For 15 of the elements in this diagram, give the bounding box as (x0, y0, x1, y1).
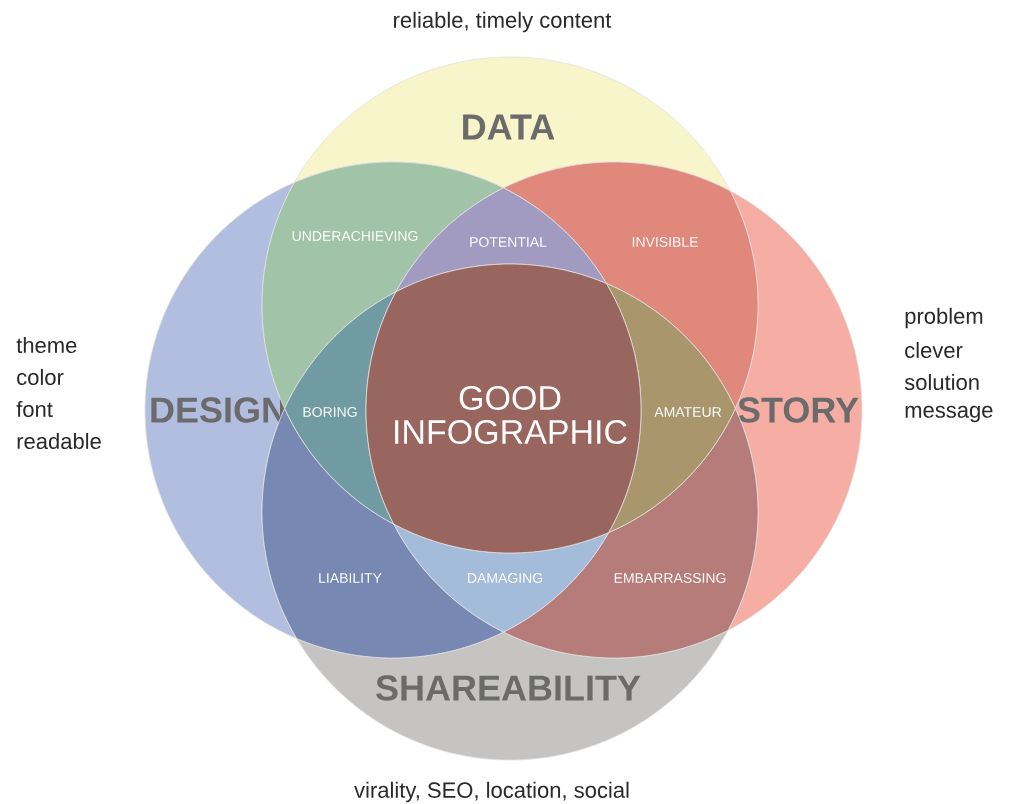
circle-region: SHAREABILITY (296, 629, 729, 761)
descriptor-text: theme (16, 336, 77, 354)
circle-region: STORY (727, 190, 863, 631)
descriptor-text: readable (17, 432, 101, 450)
descriptor-text: color (17, 368, 64, 386)
descriptor-text: message (905, 405, 993, 423)
descriptor-text: solution (904, 373, 979, 391)
circle-region: DATA (294, 56, 731, 192)
descriptor-text: clever (905, 341, 963, 359)
descriptor-text: font (16, 400, 53, 418)
center-region: GOOD INFOGRAPHIC (365, 263, 642, 554)
descriptor-text: virality, SEO, location, social (354, 781, 629, 803)
descriptor-text: problem (905, 307, 983, 329)
descriptor-text: reliable, timely content (394, 11, 612, 33)
overlap-region: DAMAGING (393, 523, 609, 633)
